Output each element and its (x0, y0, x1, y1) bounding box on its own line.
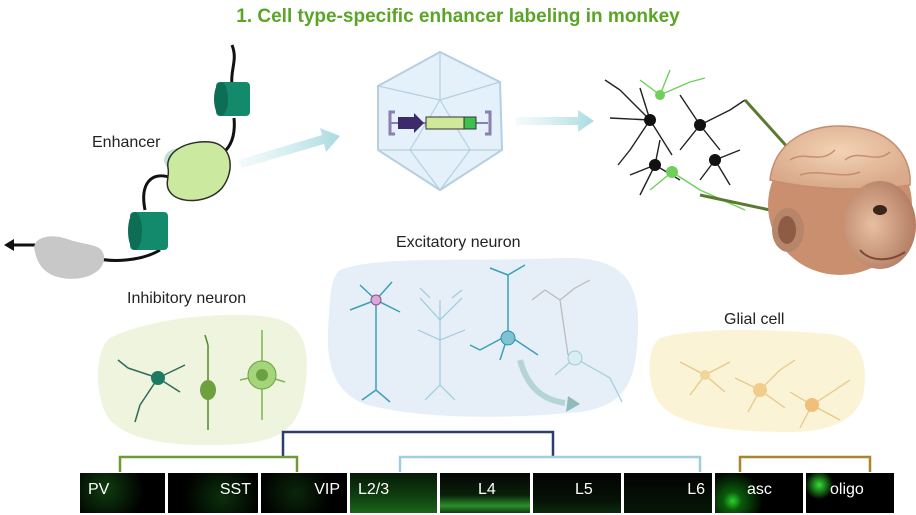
inhibitory-neuron-label: Inhibitory neuron (127, 290, 247, 307)
glial-panel (649, 330, 865, 432)
arrow-to-neurons (516, 110, 594, 132)
tile-asc-label: asc (747, 481, 772, 498)
tile-vip-label: VIP (314, 481, 340, 498)
nucleosome-bottom-icon (128, 212, 168, 250)
tile-l5-label: L5 (575, 481, 593, 498)
tile-l5: L5 (533, 473, 621, 513)
tile-l6-label: L6 (687, 481, 705, 498)
tile-l4: L4 (440, 473, 530, 513)
tile-pv-label: PV (88, 481, 110, 498)
classification-brackets (118, 430, 872, 472)
figure-title: 1. Cell type-specific enhancer labeling … (236, 6, 680, 27)
monkey-head-icon (768, 125, 916, 275)
tile-sst: SST (168, 473, 258, 513)
tile-oligo-label: oligo (830, 481, 864, 498)
inhibitory-panel (98, 314, 307, 446)
tile-l4-label: L4 (478, 481, 496, 498)
enhancer-label: Enhancer (92, 134, 161, 151)
arrow-to-virus (238, 128, 340, 168)
tile-asc: asc (715, 473, 803, 513)
neuron-network-icon (604, 69, 792, 212)
tile-l6: L6 (624, 473, 712, 513)
aav-capsid-icon (377, 50, 504, 192)
excitatory-neuron-label: Excitatory neuron (396, 234, 521, 251)
tile-vip: VIP (261, 473, 347, 513)
dna-loop-illustration (4, 44, 250, 279)
tile-l23-label: L2/3 (358, 481, 390, 498)
glial-cell-label: Glial cell (724, 311, 785, 328)
excitatory-panel (327, 257, 639, 417)
nucleosome-top-icon (214, 82, 250, 116)
tile-pv: PV (80, 473, 165, 513)
tile-oligo: oligo (806, 473, 894, 513)
tile-l23: L2/3 (350, 473, 437, 513)
tile-sst-label: SST (219, 481, 251, 498)
enhancer-protein-icon (164, 141, 231, 202)
grey-protein-icon (34, 236, 105, 279)
